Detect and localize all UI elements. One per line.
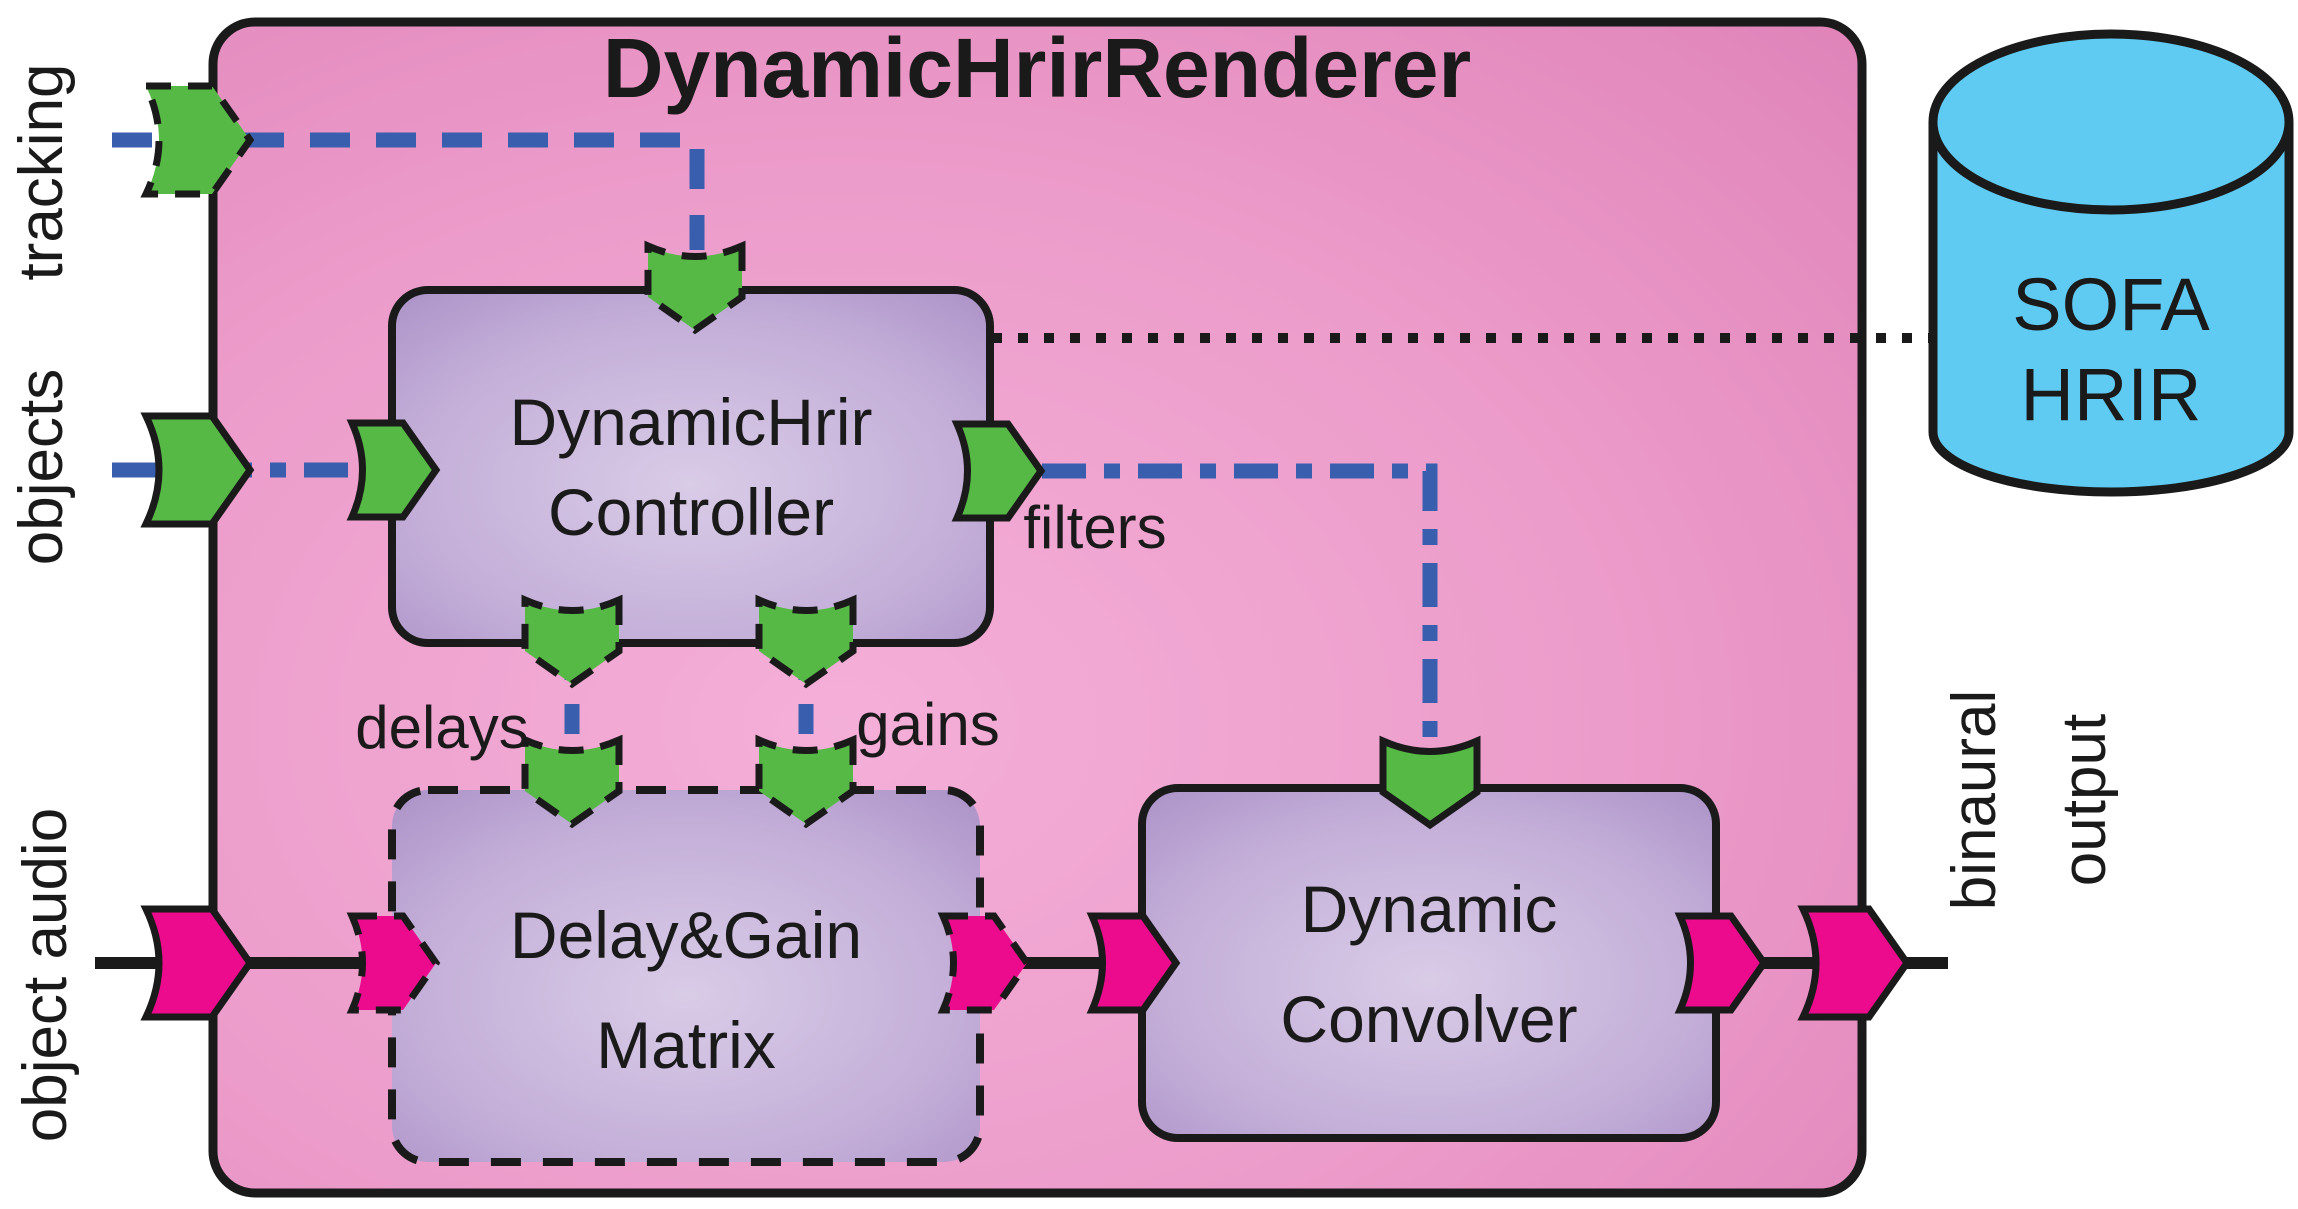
controller-block-box (388, 286, 994, 647)
matrix-block-box (388, 786, 984, 1166)
database-label-line2: HRIR (2021, 353, 2202, 436)
binaural-output-arrow-icon (1803, 909, 1907, 1017)
convolver-label-line1: Dynamic (1301, 872, 1558, 946)
convolver-block-box (1138, 784, 1720, 1142)
filters-label: filters (1023, 494, 1166, 561)
delays-label: delays (355, 694, 528, 761)
filters-control-line (1042, 463, 1438, 748)
binaural-output-label-line2: output (2050, 714, 2119, 886)
controller-label-line1: DynamicHrir (510, 385, 873, 459)
objects-io-label: objects (7, 369, 76, 565)
diagram-title: DynamicHrirRenderer (603, 21, 1471, 115)
database-label-line1: SOFA (2012, 263, 2210, 346)
controller-label-line2: Controller (548, 475, 834, 549)
matrix-label-line1: Delay&Gain (510, 898, 862, 972)
tracking-io-label: tracking (7, 63, 76, 280)
sofa-hrir-database-icon: SOFA HRIR (1928, 29, 2294, 497)
binaural-output-label-line1: binaural (1940, 690, 2009, 911)
gains-label: gains (856, 691, 999, 758)
database-cylinder-body (1928, 122, 2294, 497)
convolver-label-line2: Convolver (1280, 982, 1577, 1056)
object-audio-io-label: object audio (11, 808, 80, 1142)
matrix-label-line2: Matrix (596, 1008, 776, 1082)
database-cylinder-top (1928, 29, 2294, 215)
